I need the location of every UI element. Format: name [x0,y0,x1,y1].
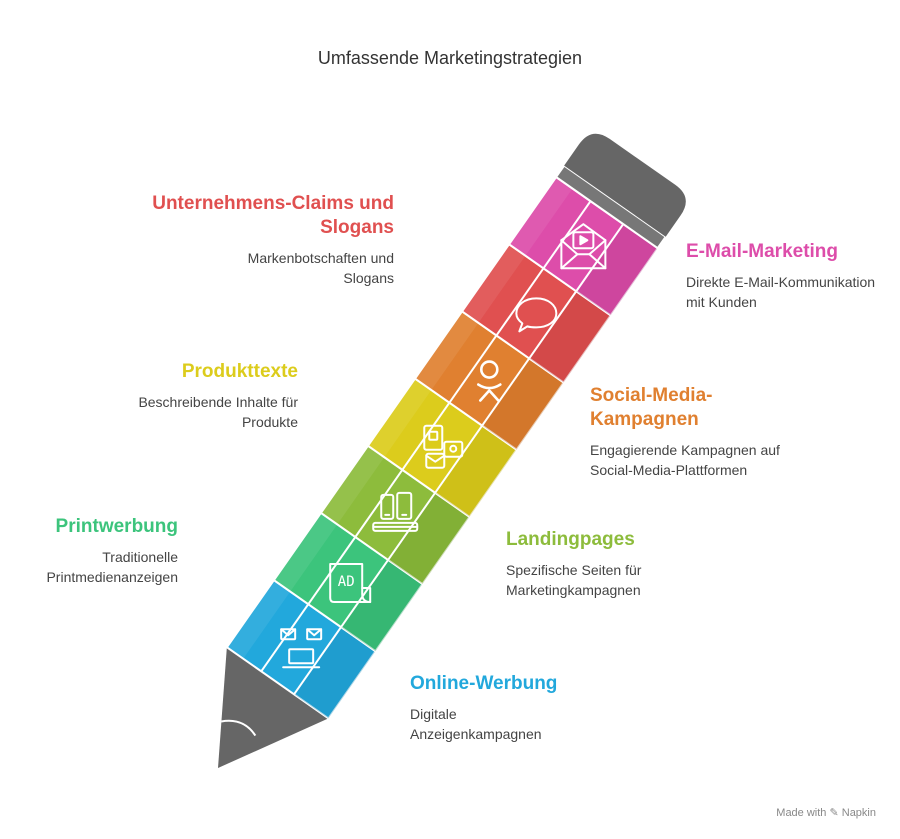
segment-title: Printwerbung [55,516,178,537]
segment-description: Direkte E-Mail-Kommunikation mit Kunden [686,274,876,310]
segment-title: Social-Media-Kampagnen [590,385,713,430]
pencil-segment [319,444,471,586]
segment-title: Produkttexte [181,361,298,382]
pencil-tip [218,647,329,768]
segment-title: Unternehmens-Claims und Slogans [152,193,394,238]
segment-description: Markenbotschaften und Slogans [247,250,394,286]
pencil-segment [507,175,660,317]
segment-description: Digitale Anzeigenkampagnen [410,706,542,742]
diagram-title: Umfassende Marketingstrategien [317,48,583,68]
segment-title: Landingpages [506,529,635,550]
pencil-tip-highlight [221,719,257,737]
pencil-group [218,133,686,768]
segment-description: Engagierende Kampagnen auf Social-Media-… [590,442,780,478]
pencil-segment [272,511,424,653]
pencil-segment [413,310,565,452]
segment-title: Online-Werbung [410,673,558,694]
footer-credit: Made with ✎ Napkin [776,807,876,819]
pencil-segment [460,242,613,384]
segment-description: Traditionelle Printmedienanzeigen [46,549,178,585]
segment-description: Beschreibende Inhalte für Produkte [138,394,298,430]
segment-title: E-Mail-Marketing [686,241,839,262]
segment-description: Spezifische Seiten für Marketingkampagne… [506,562,642,598]
pencil-eraser [564,133,686,237]
